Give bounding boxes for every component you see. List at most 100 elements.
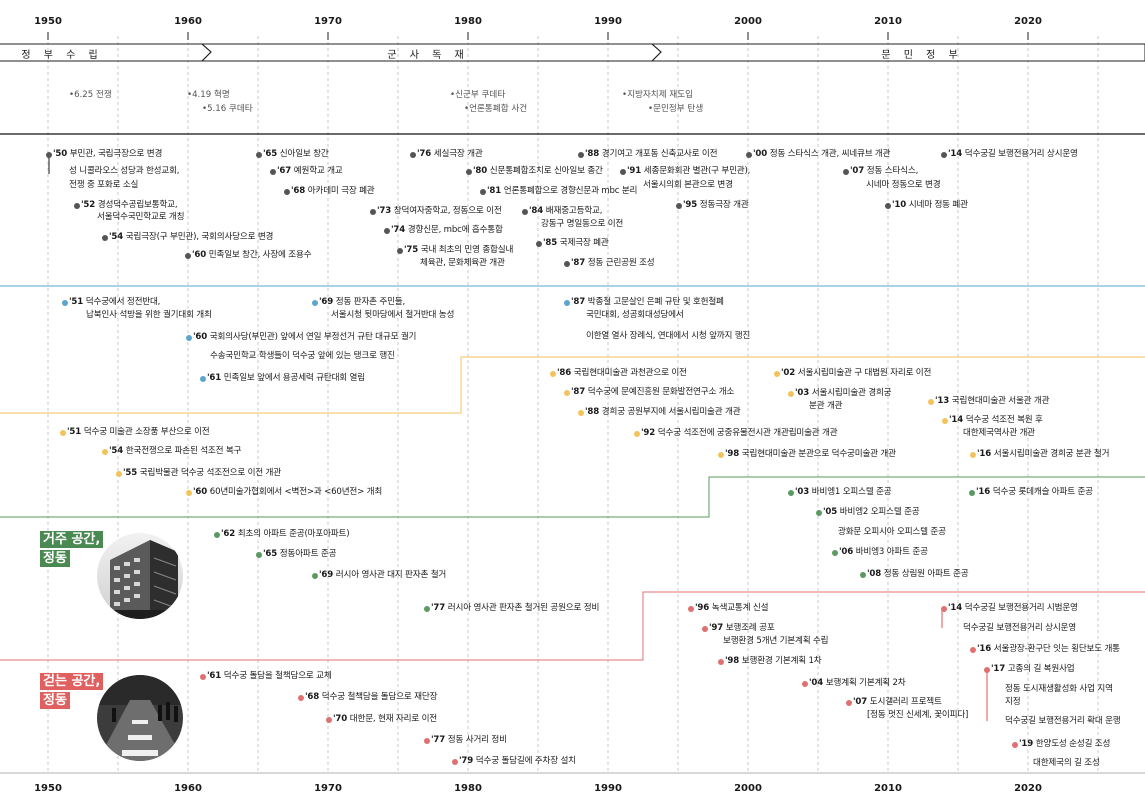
event-yellow: '02 서울시립미술관 구 대법원 자리로 이전 [781,368,932,378]
event-dot [676,203,682,209]
era-label: 정 부 수 립 [21,50,103,61]
event-note: 국민대회, 성공회대성당에서 [586,310,684,320]
history-event: •지방자치제 재도입 [622,90,694,100]
event-dot [969,490,975,496]
housing-space-badge: 거주 공간,정동 [40,531,104,569]
event-dot [256,152,262,158]
history-event: •신군부 쿠데타 [450,90,506,100]
event-dot [1012,742,1018,748]
event-gray: '00 정동 스타식스 개관, 씨네큐브 개관 [753,149,891,159]
event-note: 대한제국의 길 조성 [1033,758,1100,768]
event-yellow: '14 덕수궁 석조전 복원 후 [949,415,1043,425]
event-note: 서울시청 뒷마당에서 철거반대 농성 [331,310,455,320]
event-note: 납북인사 석방을 위한 궐기대회 개최 [86,310,212,320]
event-note: 정동 도시재생활성화 사업 지역 [1005,684,1113,694]
event-dot [832,550,838,556]
event-green: '06 바비엥3 아파트 준공 [839,547,928,557]
year-label-top: 1950 [34,16,62,27]
event-note: 서울시의회 본관으로 변경 [643,180,733,190]
event-dot [746,152,752,158]
event-note: [정동 멋진 신세계, 꽃이피다] [867,710,969,720]
event-yellow: '51 덕수궁 미술관 소장품 부산으로 이전 [67,427,210,437]
event-dot [941,152,947,158]
event-dot [718,452,724,458]
event-gray: '67 예원학교 개교 [277,166,343,176]
event-dot [256,552,262,558]
event-green: '62 최초의 아파트 준공(마포아파트) [221,529,350,539]
event-yellow: '86 국립현대미술관 과천관으로 이전 [557,368,687,378]
event-dot [424,738,430,744]
year-label-bottom: 1970 [314,783,342,794]
event-dot [885,203,891,209]
event-yellow: '92 덕수궁 석조전에 궁중유물전시관 개관립미술관 개관 [641,428,838,438]
event-dot [564,261,570,267]
event-dot [970,647,976,653]
event-gray: '14 덕수궁길 보행전용거리 상시운영 [948,149,1078,159]
event-gray: '80 신문통폐합조치로 신아일보 종간 [473,166,603,176]
history-event: •6.25 전쟁 [69,90,112,100]
event-note: 지정 [1005,697,1021,707]
event-dot [788,391,794,397]
event-dot [578,152,584,158]
event-dot [536,241,542,247]
event-dot [102,235,108,241]
event-gray: '68 아카데미 극장 폐관 [291,186,375,196]
event-yellow: '16 서울시립미술관 경희궁 분관 철거 [977,449,1110,459]
event-gray: '65 신아일보 창간 [263,149,329,159]
event-blue: '61 민족일보 앞에서 용공세력 규탄대회 열림 [207,373,365,383]
event-dot [550,371,556,377]
event-yellow: '54 한국전쟁으로 파손된 석조전 복구 [109,446,242,456]
event-dot [200,376,206,382]
event-gray: '73 창덕여자중학교, 정동으로 이전 [377,206,502,216]
event-gray: '81 언론통폐합으로 경향신문과 mbc 분리 [487,186,638,196]
event-dot [846,700,852,706]
event-note: 체육관, 문화체육관 개관 [420,258,505,268]
walking-space-badge: 걷는 공간,정동 [40,673,104,711]
event-note: 서울덕수국민학교로 개칭 [97,212,185,222]
event-dot [62,300,68,306]
event-dot [397,248,403,254]
event-dot [200,674,206,680]
year-label-bottom: 1980 [454,783,482,794]
event-dot [802,681,808,687]
event-blue: '87 박종철 고문살인 은폐 규탄 및 호헌철폐 [571,297,724,307]
event-dot [74,203,80,209]
event-dot [788,490,794,496]
year-label-bottom: 2010 [874,783,902,794]
year-label-bottom: 2020 [1014,783,1042,794]
year-label-top: 1990 [594,16,622,27]
event-blue: '51 덕수궁에서 정전반대, [69,297,161,307]
event-red: '19 한양도성 순성길 조성 [1019,739,1111,749]
event-dot [116,471,122,477]
event-green: '08 정동 상림원 아파트 준공 [867,569,969,579]
event-dot [564,300,570,306]
event-dot [578,410,584,416]
event-dot [46,152,52,158]
event-note: 성 니콜라오스 성당과 한성교회, [69,166,180,176]
event-dot [970,452,976,458]
event-dot [312,573,318,579]
event-note: 분관 개관 [809,401,843,411]
event-dot [102,449,108,455]
year-label-bottom: 2000 [734,783,762,794]
event-red: '17 고종의 길 복원사업 [991,664,1075,674]
year-label-top: 1970 [314,16,342,27]
event-dot [620,169,626,175]
year-label-bottom: 1960 [174,783,202,794]
event-gray: '74 경향신문, mbc에 흡수통합 [391,225,503,235]
event-gray: '87 정동 근린공원 조성 [571,258,655,268]
event-green: '03 바비엥1 오피스텔 준공 [795,487,892,497]
event-gray: '52 경성덕수공립보통학교, [81,200,178,210]
event-yellow: '60 60년미술가협회에서 <벽전>과 <60년전> 개최 [193,487,383,497]
event-note: 광화문 오피시아 오피스텔 준공 [838,527,946,537]
event-note: 덕수궁길 보행전용거리 상시운영 [963,623,1076,633]
event-dot [718,659,724,665]
event-yellow: '87 덕수궁에 문예진흥원 문화발전연구소 개소 [571,387,735,397]
event-gray: '91 세종문화회관 별관(구 부민관), [627,166,751,176]
event-dot [688,606,694,612]
event-red: '96 녹색교통계 신설 [695,603,769,613]
event-dot [60,430,66,436]
event-dot [984,667,990,673]
history-event: •언론통폐합 사건 [464,104,528,114]
event-blue: '60 국회의사당(부민관) 앞에서 연일 부정선거 규탄 대규모 궐기 [193,332,417,342]
